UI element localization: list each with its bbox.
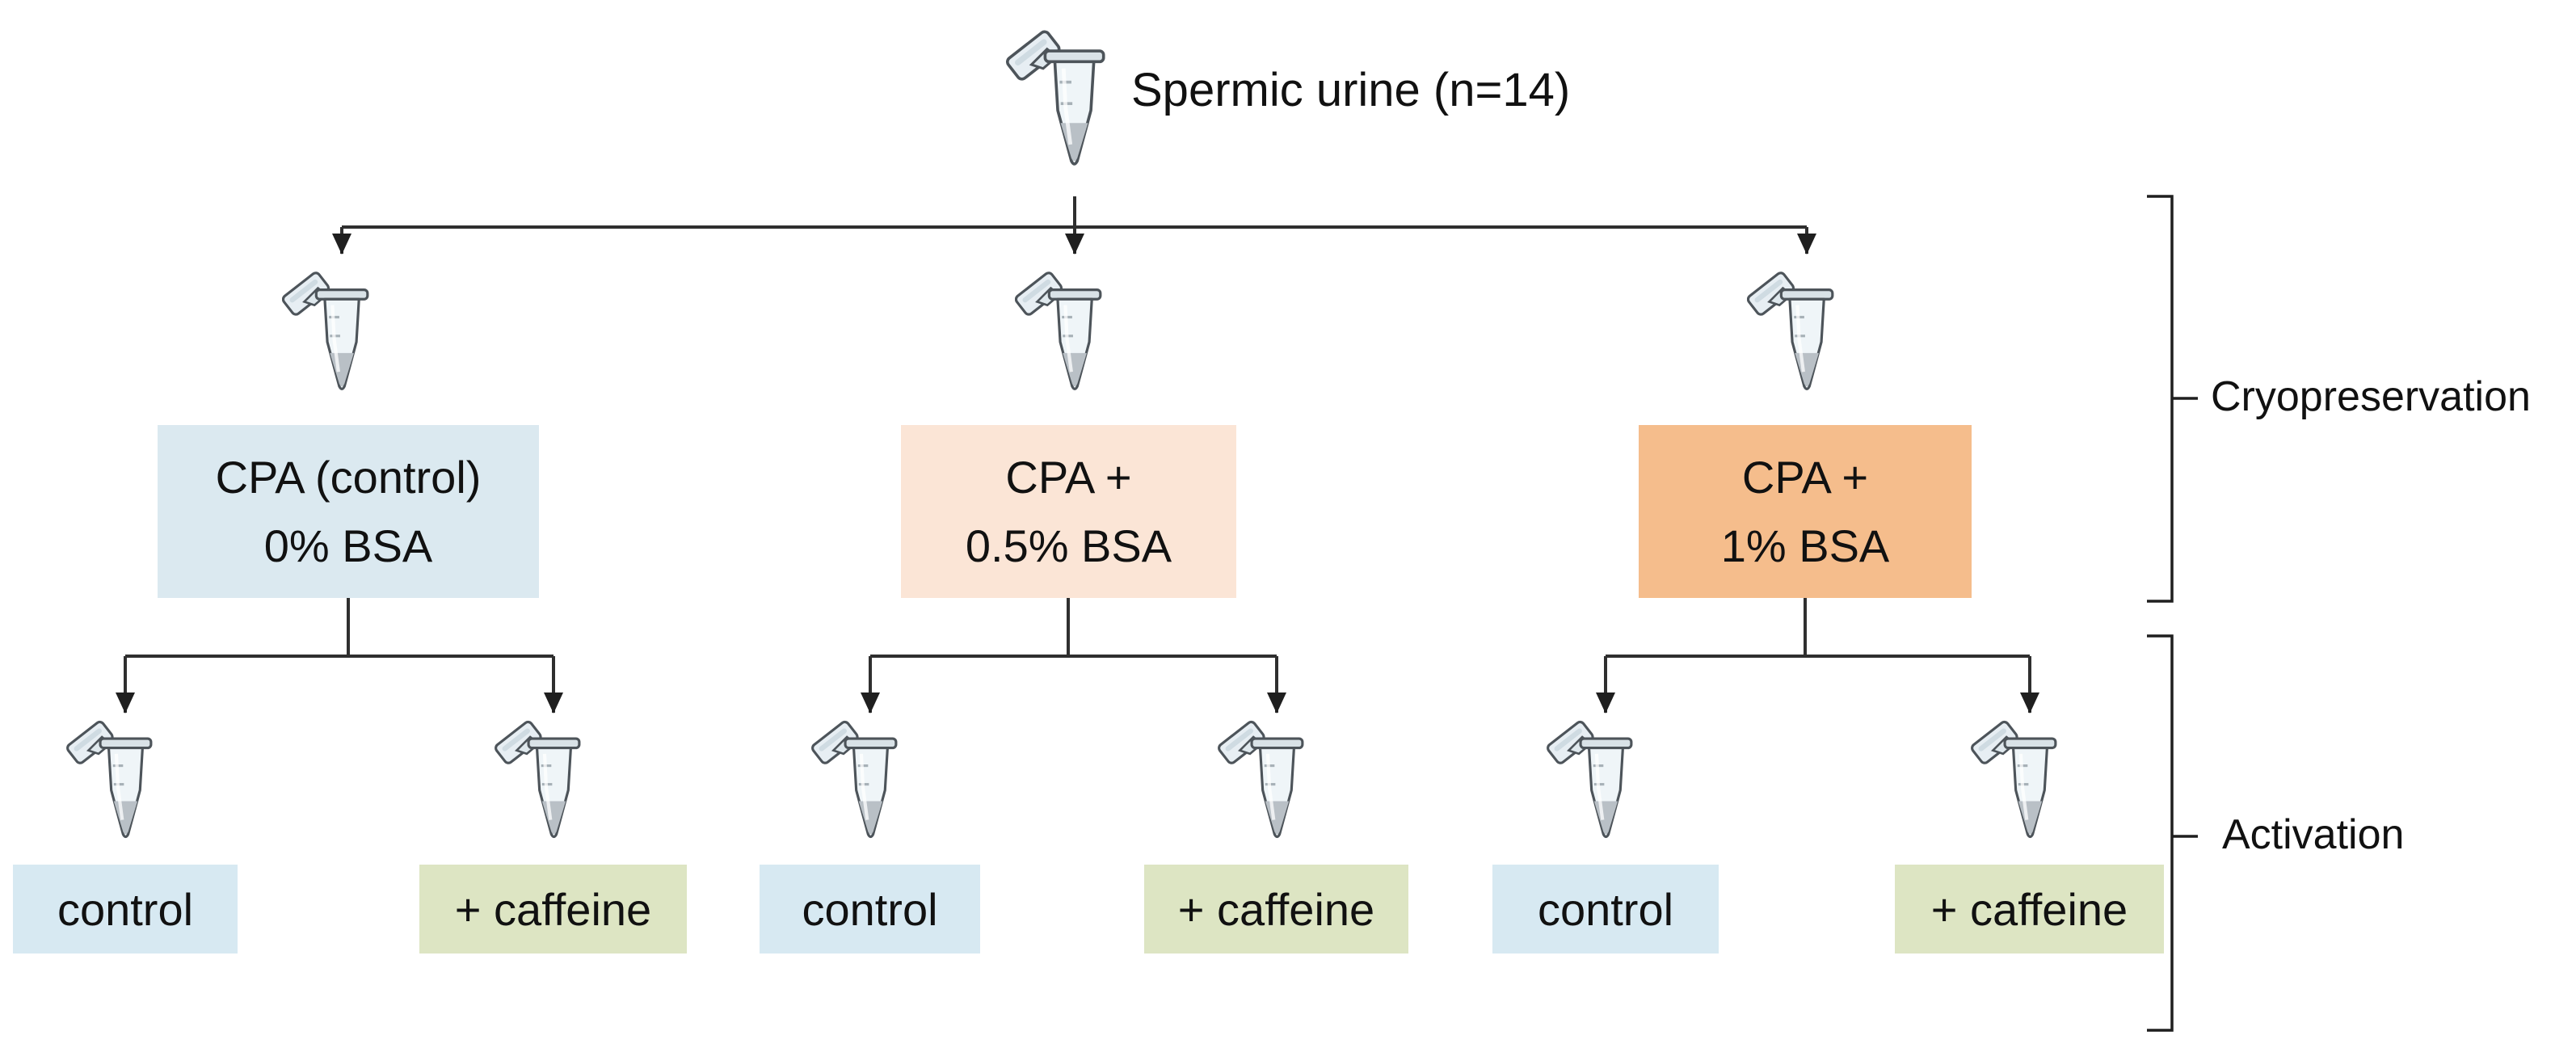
- stage-label-activation: Activation: [2222, 811, 2405, 858]
- cryo-tube-icon-group-1: [281, 272, 368, 389]
- bracket-activation: [2147, 634, 2198, 1032]
- cryo-group-box-1-line1: CPA (control): [215, 451, 482, 503]
- treatment-label-control-3: control: [1492, 865, 1719, 953]
- treatment-label-caffeine-1: + caffeine: [419, 865, 687, 953]
- treatment-label-control-1: control: [13, 865, 238, 953]
- cryo-group-box-3-line1: CPA +: [1741, 451, 1869, 503]
- cryo-tube-icon-group-2: [1014, 272, 1101, 389]
- activation-tube-icon-control-2: [811, 720, 896, 836]
- cryo-group-box-3-line2: 1% BSA: [1720, 520, 1890, 571]
- cryo-group-box-1: CPA (control) 0% BSA: [158, 425, 539, 598]
- treatment-label-caffeine-2: + caffeine: [1144, 865, 1408, 953]
- stage-label-cryopreservation: Cryopreservation: [2211, 373, 2531, 420]
- activation-tube-icon-caffeine-3: [1971, 720, 2056, 836]
- cryo-group-box-3: CPA + 1% BSA: [1639, 425, 1972, 598]
- source-sample-label: Spermic urine (n=14): [1131, 64, 1571, 116]
- branch-connector-group-2: [861, 598, 1286, 714]
- cryo-group-box-2-line2: 0.5% BSA: [965, 520, 1172, 571]
- trunk-connector: [332, 196, 1816, 255]
- branch-connector-group-1: [116, 598, 563, 714]
- branch-connector-group-3: [1596, 598, 2039, 714]
- treatment-label-control-2: control: [760, 865, 980, 953]
- cryo-group-box-2: CPA + 0.5% BSA: [901, 425, 1236, 598]
- cryo-tube-icon-group-3: [1746, 272, 1833, 389]
- source-tube-icon: [1005, 30, 1103, 164]
- activation-tube-icon-caffeine-2: [1218, 720, 1303, 836]
- bracket-cryopreservation: [2147, 195, 2198, 603]
- treatment-label-caffeine-3: + caffeine: [1895, 865, 2164, 953]
- cryo-group-box-2-line1: CPA +: [1005, 451, 1132, 503]
- activation-tube-icon-control-1: [66, 720, 151, 836]
- cryo-group-box-1-line2: 0% BSA: [263, 520, 433, 571]
- activation-tube-icon-caffeine-1: [495, 720, 579, 836]
- activation-tube-icon-control-3: [1547, 720, 1631, 836]
